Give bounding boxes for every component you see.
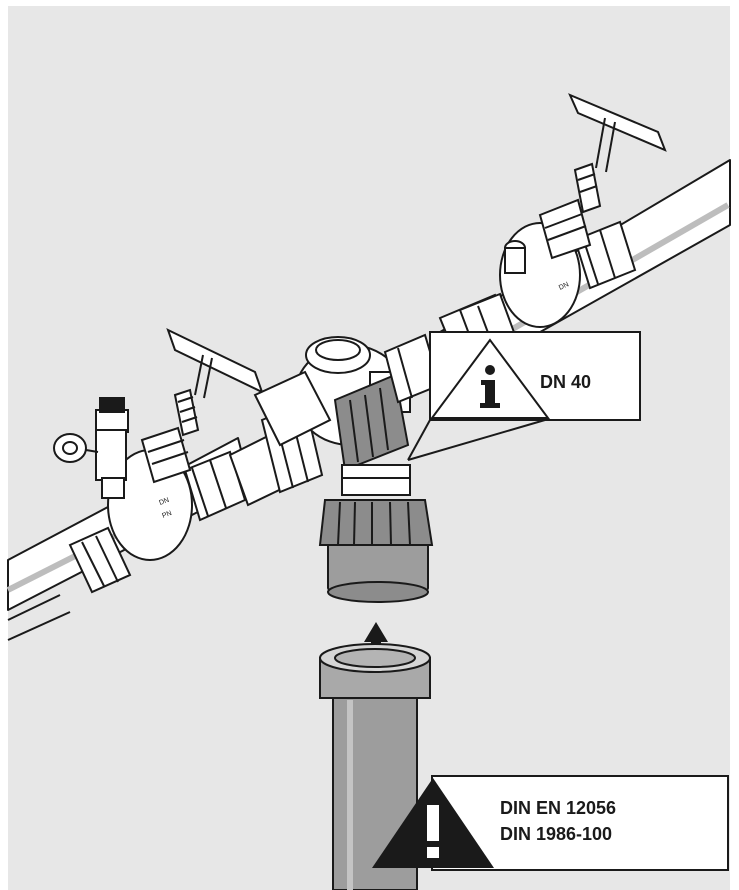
warning-callout: DIN EN 12056 DIN 1986-100 xyxy=(372,775,729,871)
info-callout-text: DN 40 xyxy=(540,372,591,392)
central-fitting xyxy=(253,336,411,472)
pipe-adapter xyxy=(318,464,434,603)
left-union-nut xyxy=(68,526,132,594)
warning-icon xyxy=(427,805,439,858)
warning-line-1: DIN EN 12056 xyxy=(500,798,616,818)
vertical-pipe xyxy=(319,643,431,890)
info-leader-line xyxy=(407,419,546,461)
info-callout: DN 40 xyxy=(407,331,641,461)
info-triangle xyxy=(430,338,550,419)
left-valve: DN PN xyxy=(107,328,264,561)
drain-cock xyxy=(53,397,129,499)
right-valve: DN xyxy=(499,93,667,328)
warning-line-2: DIN 1986-100 xyxy=(500,824,612,844)
svg-text:PN: PN xyxy=(161,510,173,520)
svg-text:DN: DN xyxy=(158,497,170,507)
info-icon xyxy=(480,365,500,408)
svg-text:DN: DN xyxy=(558,281,570,292)
